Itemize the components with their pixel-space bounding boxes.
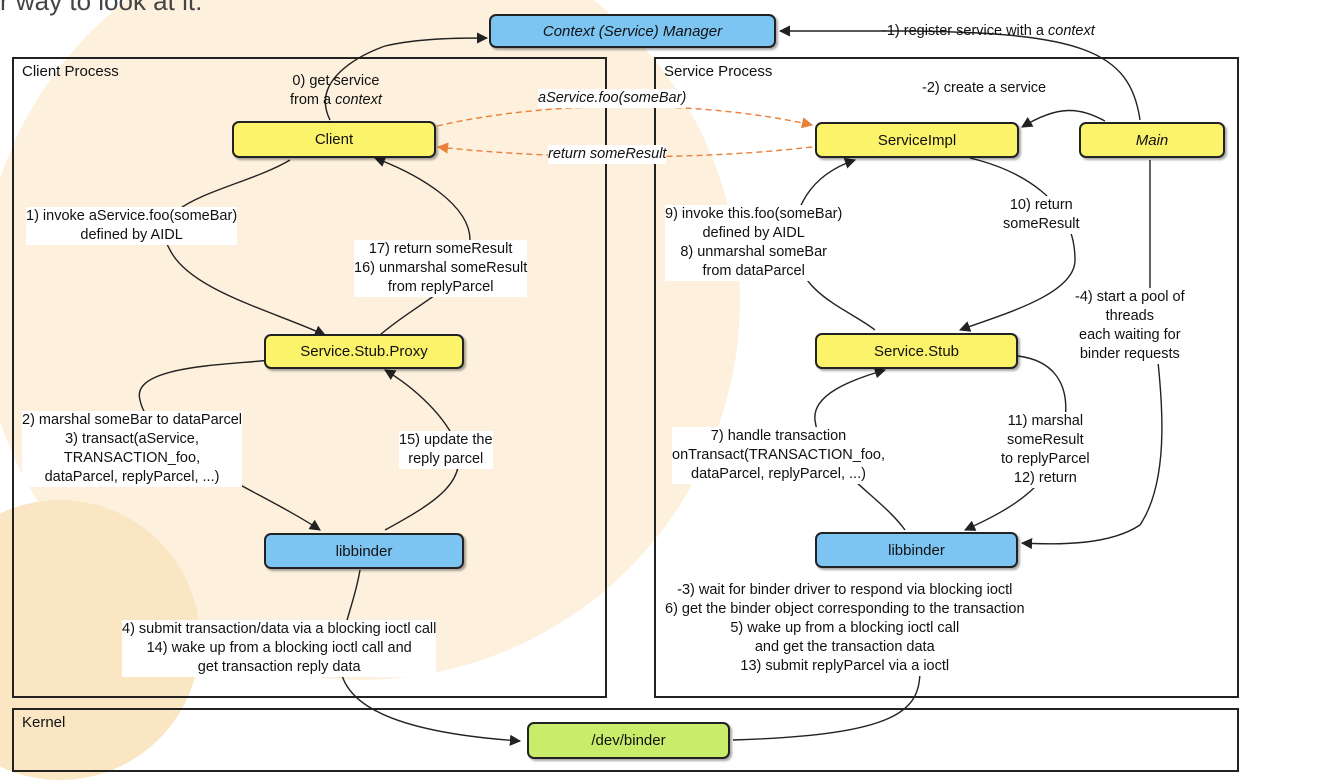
service-stub-node: Service.Stub [815, 333, 1018, 369]
foo-call-label: aService.foo(someBar) [538, 89, 687, 108]
register-service-label: -1) register service with a context [882, 23, 1095, 39]
main-node: Main [1079, 122, 1225, 158]
wait-binder-label: -3) wait for binder driver to respond vi… [665, 581, 1025, 676]
service-libbinder-node: libbinder [815, 532, 1018, 568]
invoke-this-label: 9) invoke this.foo(someBar)defined by AI… [665, 205, 843, 281]
service-process-label: Service Process [664, 63, 773, 80]
service-impl-node: ServiceImpl [815, 122, 1019, 158]
kernel-label: Kernel [22, 714, 66, 731]
create-service-label: -2) create a service [922, 80, 1047, 96]
get-service-label: 0) get service from a context [290, 73, 382, 108]
return-result-label: return someResult [548, 145, 667, 164]
slide-heading: r way to look at it: [0, 0, 203, 16]
invoke-label: 1) invoke aService.foo(someBar)defined b… [26, 207, 238, 245]
client-process-region [12, 57, 607, 698]
client-libbinder-node: libbinder [264, 533, 464, 569]
dev-binder-node: /dev/binder [527, 722, 730, 759]
client-node: Client [232, 121, 436, 158]
kernel-region [12, 708, 1239, 772]
service-stub-proxy-node: Service.Stub.Proxy [264, 334, 464, 369]
submit-transaction-label: 4) submit transaction/data via a blockin… [122, 620, 437, 677]
context-manager-node: Context (Service) Manager [489, 14, 776, 48]
client-process-label: Client Process [22, 63, 119, 80]
